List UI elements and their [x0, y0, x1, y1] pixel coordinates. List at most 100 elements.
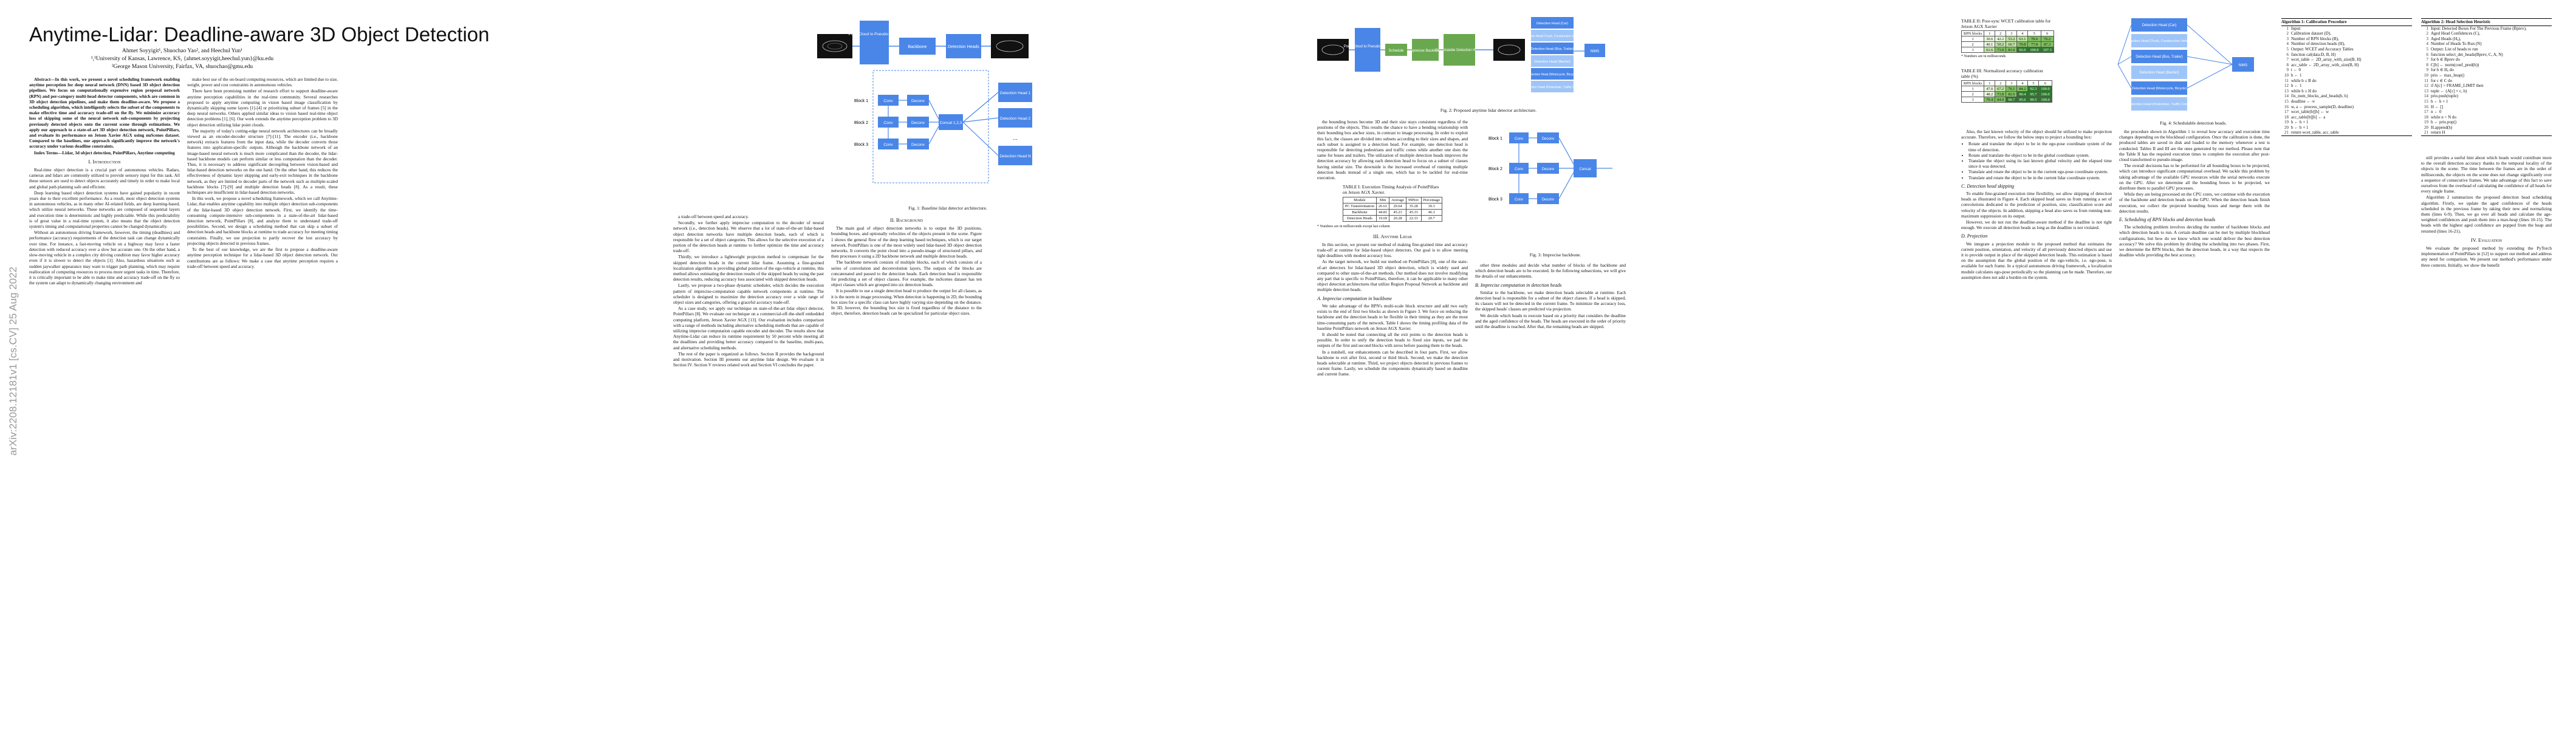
table-cell: 63.1 — [2016, 36, 2029, 42]
fig4-head-motorcycle: Detection Head (Motorcycle, Bicycle) — [2132, 87, 2187, 91]
head-n-label: Detection Head N — [999, 154, 1031, 159]
paragraph: Real-time object detection is a crucial … — [29, 167, 180, 190]
fig4-head-bus: Detection Head (Bus, Trailer) — [2136, 55, 2182, 59]
section-heading: III. Anytime Lidar — [1373, 233, 1412, 239]
conv-box-1 — [878, 95, 899, 106]
conv-box-2 — [878, 117, 899, 128]
intro-paragraphs: Real-time object detection is a crucial … — [29, 167, 180, 286]
column-left: Also, the last known velocity of the obj… — [1961, 129, 2112, 281]
fig4-head-truck: Detection Head (Truck, Construction Vehi… — [2126, 39, 2193, 43]
figure-1-caption: Fig. 1: Baseline lidar detector architec… — [908, 205, 987, 211]
algorithm-1-title: Algorithm 1: Calibration Procedure — [2281, 19, 2412, 26]
affiliation-2: ²George Mason University, Fairfax, VA, s… — [111, 64, 253, 70]
paragraph: Without an autonomous driving framework,… — [29, 230, 180, 286]
table-cell: 3 — [1961, 47, 1985, 53]
paragraph: The majority of today's cutting-edge neu… — [187, 128, 338, 196]
table-header-cell: Min — [1375, 196, 1390, 204]
paragraph: other three modules and decide what numb… — [1475, 262, 1626, 279]
conv-label-3: Conv — [883, 143, 893, 147]
table-2-caption: TABLE II: Post-sync WCET calibration tab… — [1961, 18, 2051, 29]
paragraph: As the target network, we build our meth… — [1317, 259, 1468, 293]
body-paragraphs: the procedure shown in Algorithm 1 to re… — [2119, 129, 2270, 214]
table-cell: 53.2 — [2006, 36, 2018, 42]
conv-box-3 — [878, 139, 899, 149]
table-cell: 100.0 — [2038, 91, 2052, 97]
table-header-cell: 6 — [2040, 30, 2054, 36]
index-terms: Index Terms—Lidar, 3d object detection, … — [34, 149, 175, 156]
table-header-cell: Average — [1389, 196, 1406, 204]
schedulable-heads-label: Schedulable Detection Heads — [1435, 49, 1483, 52]
section-heading: II. Background — [890, 217, 923, 223]
table-cell: Backbone — [1342, 209, 1377, 216]
table-cell: 100.0 — [2038, 86, 2052, 92]
block-3-label: Block 3 — [1488, 197, 1502, 202]
table-1-caption: TABLE I: Execution Timing Analysis of Po… — [1342, 184, 1439, 196]
paragraph: Thirdly, we introduce a lightweight proj… — [673, 254, 824, 282]
pseudo-image-box — [1355, 28, 1380, 72]
column-right: the procedure shown in Algorithm 1 to re… — [2119, 129, 2270, 258]
paragraph: In this section, we present our method o… — [1317, 241, 1468, 259]
paragraph: a trade-off between speed and accuracy. — [678, 214, 749, 219]
table-cell: 35.28 — [1406, 202, 1422, 210]
body-paragraphs: make best use of the on-board computing … — [187, 77, 338, 269]
paper-page-3: Point Cloud to Pseudo-Image Schedule Imp… — [1288, 0, 1932, 729]
deconv-label-1: Deconv — [1542, 137, 1554, 141]
schedule-label-1: Schedule — [1388, 49, 1404, 53]
author-block: Ahmet Soyyigit¹, Shuochao Yao², and Heec… — [43, 47, 322, 71]
deconv-label-1: Deconv — [911, 99, 925, 103]
deconv-label-3: Deconv — [911, 143, 925, 147]
block-3-label: Block 3 — [854, 143, 868, 147]
table-cell: PC Transformation — [1342, 202, 1377, 210]
table-cell: Detection Heads — [1342, 215, 1377, 222]
paragraph: still provides a useful hint about which… — [2421, 155, 2552, 194]
list-item: Translate and rotate the object to be in… — [1968, 175, 2112, 180]
paragraph: make best use of the on-board computing … — [187, 77, 338, 88]
table-cell: 71.8 — [1995, 91, 2007, 97]
table-cell: 95.6 — [2016, 97, 2029, 103]
body-paragraphs: still provides a useful hint about which… — [2421, 155, 2552, 234]
table-cell: 44.81 — [1375, 209, 1390, 216]
table-2-note: * Numbers are in milliseconds — [1961, 55, 2006, 58]
table-1-timing: TABLE I: Execution Timing Analysis of Po… — [1342, 184, 1443, 222]
table-cell: 20.28 — [1389, 215, 1406, 222]
table-header-cell: 6 — [2038, 80, 2052, 86]
deconv-box-1 — [907, 95, 929, 106]
table-header-cell: 1 — [1984, 80, 1996, 86]
body-paragraphs: a trade-off between speed and accuracy.S… — [673, 214, 824, 368]
paragraph: The backbone network consists of multipl… — [831, 259, 982, 288]
table-cell: 84.2 — [2016, 86, 2029, 92]
head-truck-label: Detection Head (Truck, Construction Vehi… — [1522, 35, 1583, 38]
table-cell: 45.33 — [1406, 209, 1422, 216]
paper-page-4: TABLE II: Post-sync WCET calibration tab… — [1932, 0, 2576, 729]
list-item: Translate the object using its last know… — [1968, 158, 2112, 169]
column-right: make best use of the on-board computing … — [187, 77, 338, 270]
table-cell: 76.1 — [2006, 86, 2018, 92]
body-paragraphs: The scheduling problem involves deciding… — [2119, 224, 2270, 258]
concat-label: Concat 1,2,3 — [940, 121, 962, 125]
pointcloud-image-right — [991, 34, 1029, 58]
imprecise-backbone-box — [1412, 39, 1439, 61]
concat-box — [939, 114, 963, 130]
paragraph: Deep learning based object detection sys… — [29, 190, 180, 230]
table-3-caption: TABLE III: Normalized accuracy calibrati… — [1961, 68, 2043, 79]
head-1-label: Detection Head 1 — [1000, 91, 1031, 95]
table-cell: 107.3 — [2040, 47, 2054, 53]
table-cell: 2 — [1961, 41, 1985, 47]
